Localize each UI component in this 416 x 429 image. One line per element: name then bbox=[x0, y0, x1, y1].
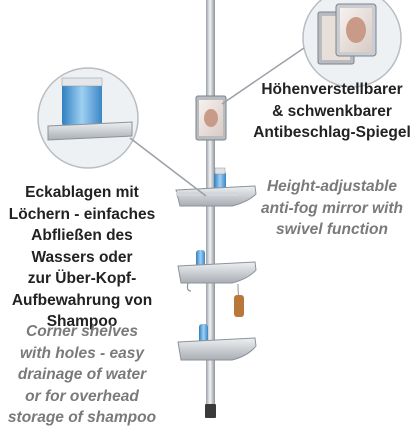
inset-mirror-closeup bbox=[302, 0, 402, 88]
callout-shelves-german: Eckablagen mit Löchern - einfaches Abfli… bbox=[8, 184, 156, 330]
shelf-top bbox=[175, 167, 257, 207]
pole bbox=[206, 0, 215, 416]
inset-left-connector bbox=[129, 137, 207, 197]
shelf-bottom bbox=[177, 324, 257, 361]
pole-mirror bbox=[195, 95, 227, 141]
callout-mirror-english: Height-adjustable anti-fog mirror with s… bbox=[260, 178, 404, 238]
pole-foot bbox=[205, 404, 216, 418]
callout-mirror-german: Höhenverstellbarer & schwenkbarer Antibe… bbox=[253, 81, 411, 141]
callout-shelves-english: Corner shelves with holes - easy drainag… bbox=[7, 323, 157, 426]
inset-right-connector bbox=[221, 47, 305, 105]
shelf-middle bbox=[177, 250, 257, 317]
inset-shelf-closeup bbox=[37, 67, 139, 169]
